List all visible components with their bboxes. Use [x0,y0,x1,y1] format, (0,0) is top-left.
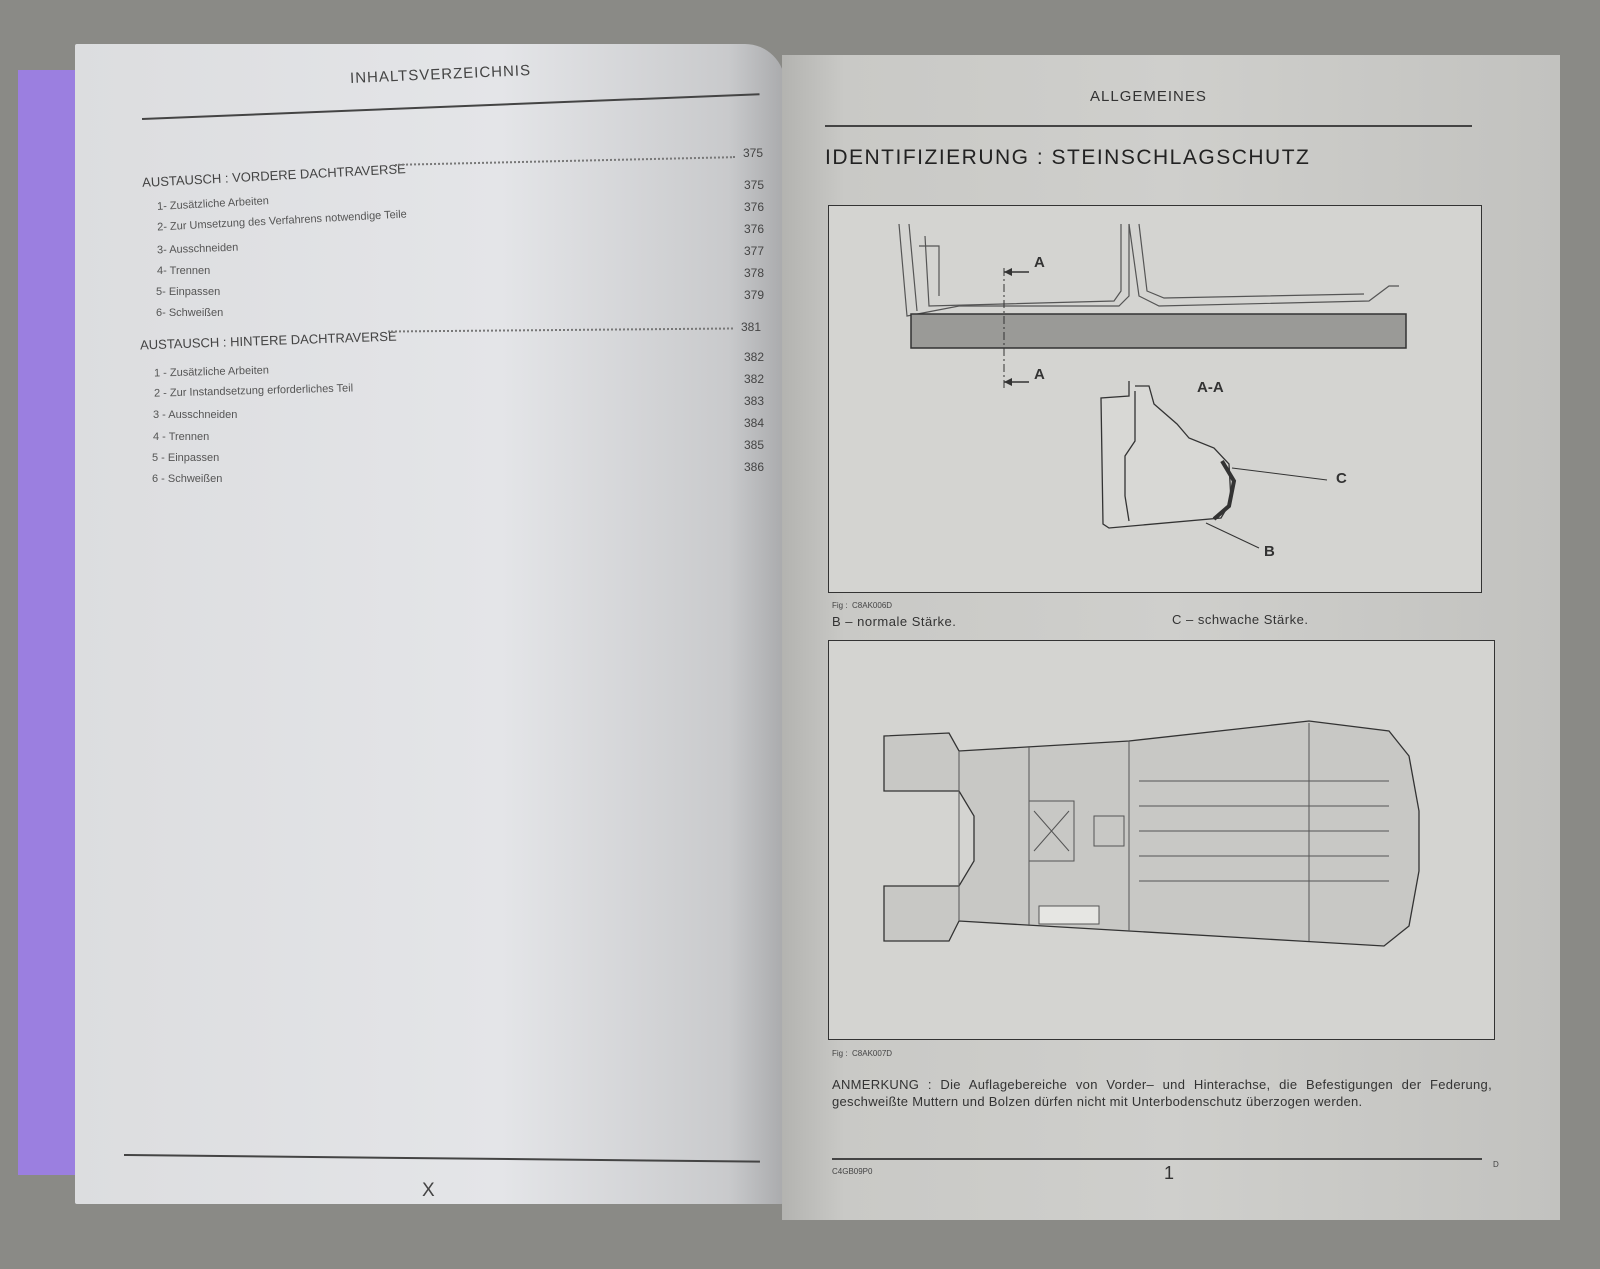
toc-page: 381 [741,320,762,334]
section-label-a-a: A-A [1197,379,1224,396]
figure-underbody [828,640,1495,1040]
toc-page: 384 [744,416,765,430]
left-page-number: X [422,1180,435,1201]
toc-item: 6- Schweißen [156,307,224,319]
toc-page: 376 [744,222,765,236]
toc-page: 382 [744,372,765,386]
toc-page: 386 [744,460,765,474]
toc-item: 4 - Trennen [153,431,210,443]
section-label-a-bottom: A [1034,366,1045,383]
toc-item: 6 - Schweißen [152,473,223,485]
toc-page: 385 [744,438,765,452]
figure-caption-1: Fig : C8AK006D [832,601,893,610]
sill-hatched-area [910,313,1407,349]
right-page-number: 1 [1164,1163,1175,1183]
edition-letter: D [1493,1160,1499,1169]
right-page-header: ALLGEMEINES [1090,88,1207,105]
figure-caption-2: Fig : C8AK007D [832,1049,893,1058]
toc-page: 382 [744,350,765,364]
page-title: IDENTIFIZIERUNG : STEINSCHLAGSCHUTZ [825,146,1311,169]
sill-diagram [898,223,1407,549]
toc-page: 383 [744,394,765,408]
figure-sill-section: A A A-A C B [828,205,1482,593]
toc-page: 375 [743,146,764,160]
callout-c: C [1336,470,1347,487]
toc-item: 5- Einpassen [156,286,221,298]
document-code: C4GB09P0 [832,1167,873,1176]
section-profile [1100,381,1232,529]
underbody-diagram [883,720,1420,947]
header-rule [825,125,1472,127]
note-text: ANMERKUNG : Die Auflagebereiche von Vord… [832,1077,1492,1109]
left-page [75,44,785,1204]
toc-page: 378 [744,266,765,280]
toc-page: 375 [744,178,765,192]
legend-b: B – normale Stärke. [832,614,957,629]
underbody-outline [883,720,1420,947]
toc-page: 379 [744,288,765,302]
legend-c: C – schwache Stärke. [1172,612,1309,627]
toc-page: 376 [744,200,765,214]
toc-page: 377 [744,244,765,258]
binder-spine [18,70,78,1175]
callout-b: B [1264,543,1275,560]
toc-item: 3 - Ausschneiden [153,409,238,421]
footer-rule [832,1158,1482,1160]
section-label-a-top: A [1034,254,1045,271]
toc-item: 5 - Einpassen [152,452,220,464]
toc-item: 4- Trennen [157,265,211,277]
